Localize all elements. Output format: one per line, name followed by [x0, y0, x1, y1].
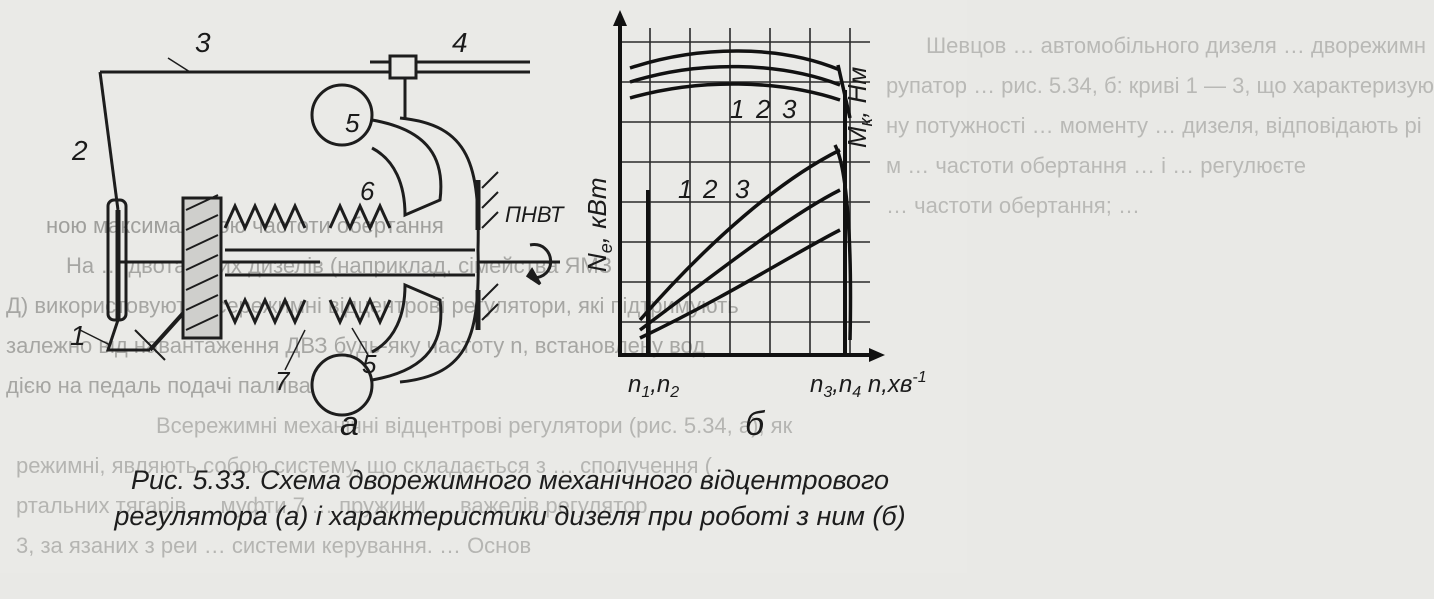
x-arrow	[869, 348, 885, 362]
pump-wall-hatch	[481, 171, 499, 321]
label-5-bottom: 5	[362, 349, 377, 379]
weight-arm-lower	[371, 282, 443, 382]
bg-line: режимні, являють собою систему, що склад…	[16, 453, 712, 478]
leader-3	[167, 57, 191, 73]
lever-2	[98, 71, 120, 211]
scanned-page: Шевцов … автомобільного дизеля … дворежи…	[6, 10, 1434, 558]
bg-line: 3, за язаних з реи … системи керування. …	[16, 533, 532, 558]
spring-right-lower	[328, 296, 392, 326]
lever-base	[105, 319, 150, 352]
x-label-n1n2: n1,n2	[628, 371, 679, 401]
y-arrow	[613, 10, 627, 26]
bg-line: Всережимні механічні відцентрові регулят…	[156, 413, 793, 438]
leader-5b	[351, 327, 369, 356]
caption-line-1: Рис. 5.33. Схема дворежимного механічног…	[130, 465, 890, 495]
power-curve-2	[638, 188, 841, 332]
label-7: 7	[275, 366, 291, 396]
chart-axes	[618, 15, 880, 357]
torque-governor-line	[836, 64, 852, 119]
governor-diagram	[79, 54, 560, 417]
caption-line-2: регулятора (а) і характеристики дизеля п…	[114, 501, 906, 531]
pedal-hatch	[134, 329, 166, 361]
label-4: 4	[452, 27, 468, 58]
weight-arm-upper	[371, 118, 443, 218]
bg-line: ну потужності … моменту … дизеля, відпов…	[886, 113, 1422, 138]
spring-lower	[223, 296, 307, 326]
housing-hatch	[185, 194, 219, 331]
bg-line: залежно від навантаження ДВЗ будь-яку ча…	[6, 333, 706, 358]
sublabel-a: а	[340, 405, 359, 443]
leader-7	[284, 329, 306, 371]
rack-block	[388, 54, 418, 80]
bg-line: ртальних тягарів … муфти 7 … пружини … в…	[16, 493, 648, 518]
lower-curve-label-3: 3	[735, 174, 750, 204]
power-governor-line	[833, 144, 853, 341]
shaft	[225, 248, 475, 277]
lower-curve-label-2: 2	[702, 174, 718, 204]
label-pnvt: ПНВТ	[505, 202, 565, 227]
spring-right-upper	[328, 202, 392, 232]
y-label-ne: Nе, кВт	[582, 177, 616, 272]
torque-curve-3	[629, 82, 841, 102]
upper-curve-label-2: 2	[755, 94, 771, 124]
bg-line: Шевцов … автомобільного дизеля … дворежи…	[926, 33, 1426, 58]
label-1: 1	[70, 320, 86, 351]
upper-curve-label-1: 1	[730, 94, 744, 124]
label-2: 2	[71, 135, 88, 166]
rotation-arrowhead	[525, 267, 542, 286]
bg-line: дією на педаль подачі палива	[6, 373, 311, 398]
x-label-n3n4: n3,n4 n,хв-1	[810, 369, 927, 401]
upper-curve-label-3: 3	[782, 94, 797, 124]
label-3: 3	[195, 27, 211, 58]
leader-1	[79, 329, 111, 346]
flyweight-upper	[310, 83, 374, 147]
bg-line: рупатор … рис. 5.34, б: криві 1 — 3, що …	[886, 73, 1434, 98]
figure-caption: Рис. 5.33. Схема дворежимного механічног…	[70, 462, 950, 534]
torque-curve-2	[629, 64, 841, 87]
label-5-top: 5	[345, 108, 360, 138]
figure-svg: 1 2 3 4 5 6 7 5 ПНВТ а	[70, 10, 927, 443]
lower-curve-label-1: 1	[678, 174, 692, 204]
governor-cup	[399, 116, 480, 384]
power-curve-3	[639, 228, 841, 340]
y-label-mk: Mк, Нм	[842, 67, 876, 148]
power-curve-1	[638, 148, 841, 322]
torque-curves	[629, 49, 852, 119]
governor-labels: 1 2 3 4 5 6 7 5 ПНВТ а	[70, 27, 565, 443]
torque-curve-1	[629, 49, 841, 72]
label-6: 6	[360, 176, 375, 206]
spring-upper	[223, 202, 307, 232]
flyweight-lower	[310, 353, 374, 417]
characteristics-chart: Mк, Нм Nе, кВт 1 2 3 1 2 3 n1,n2 n3,n4 n…	[582, 10, 927, 443]
bleed-through-text: Шевцов … автомобільного дизеля … дворежи…	[6, 33, 1434, 558]
bg-line: … частоти обертання; …	[886, 193, 1140, 218]
power-curves	[638, 144, 853, 341]
sublabel-b: б	[745, 405, 766, 443]
bg-line: м … частоти обертання … і … регулюєте	[886, 153, 1306, 178]
